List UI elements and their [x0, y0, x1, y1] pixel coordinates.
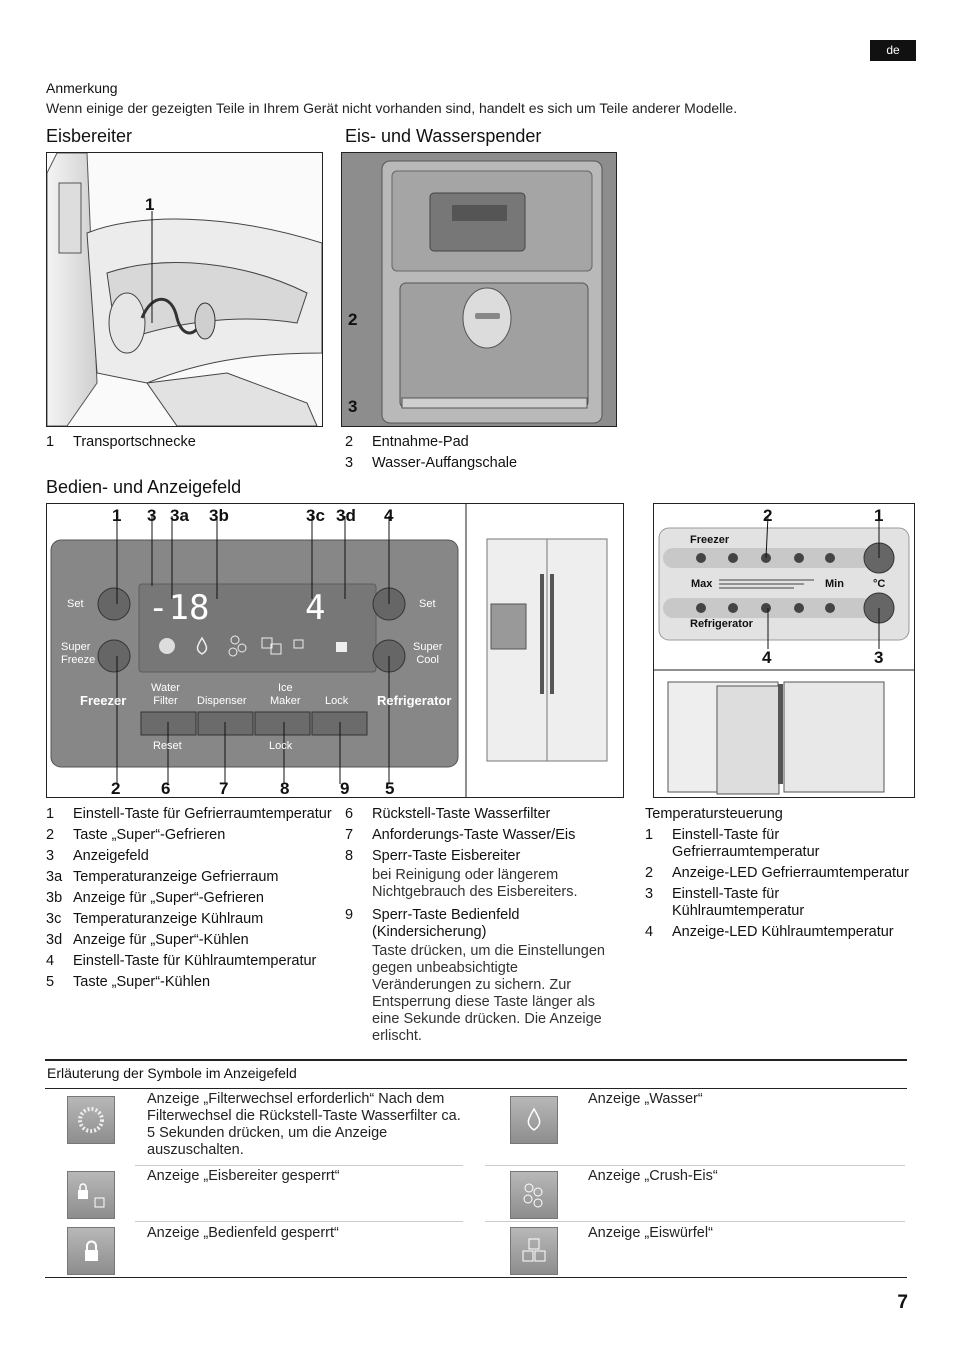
water-drop-icon: [510, 1096, 558, 1144]
dispenser-label: Dispenser: [197, 695, 247, 707]
freezer-label: Freezer: [690, 534, 730, 546]
symbol-desc-crushed-ice: Anzeige „Crush-Eis“: [588, 1168, 718, 1184]
symbol-desc-icemaker-locked: Anzeige „Eisbereiter gesperrt“: [147, 1168, 340, 1184]
callout-1: 1: [145, 195, 155, 214]
filter-icon: [67, 1096, 115, 1144]
callout-7: 7: [219, 779, 229, 798]
callout-3: 3: [147, 506, 157, 525]
dispenser-illustration: 2 3: [341, 152, 617, 427]
symbol-desc-panel-locked: Anzeige „Bedienfeld gesperrt“: [147, 1225, 339, 1241]
callout-2: 2: [763, 506, 773, 525]
page-number: 7: [897, 1292, 908, 1313]
ice-cubes-icon: [510, 1227, 558, 1275]
fridge-set-label: Set: [419, 598, 436, 610]
symbol-desc-filter: Anzeige „Filterwechsel erforderlich“ Nac…: [147, 1091, 461, 1158]
callout-2: 2: [348, 310, 358, 329]
unit-label: °C: [873, 578, 886, 590]
reset-label: Reset: [153, 740, 182, 752]
refrigerator-label: Refrigerator: [690, 618, 753, 630]
callout-3d: 3d: [336, 506, 356, 525]
crushed-ice-icon: [510, 1171, 558, 1219]
callout-6: 6: [161, 779, 171, 798]
section-title-ice-maker: Eisbereiter: [46, 126, 133, 146]
callout-3b: 3b: [209, 506, 229, 525]
callout-8: 8: [280, 779, 290, 798]
callout-9: 9: [340, 779, 350, 798]
freezer-label: Freezer: [80, 693, 127, 708]
temperature-control-illustration: Freezer Refrigerator Max Min °C 2 1 4 3: [653, 503, 915, 798]
callout-3c: 3c: [306, 506, 325, 525]
callout-3a: 3a: [170, 506, 189, 525]
list-item-detail: Taste drücken, um die Einstellungen gege…: [372, 943, 605, 1044]
freezer-set-label: Set: [67, 598, 84, 610]
callout-3: 3: [874, 648, 884, 667]
freezer-temp-display: -18: [148, 588, 210, 628]
note-text: Wenn einige der gezeigten Teile in Ihrem…: [46, 100, 738, 116]
symbol-desc-water: Anzeige „Wasser“: [588, 1091, 703, 1107]
list-item-detail: bei Reinigung oder längerem Nichtgebrauc…: [372, 867, 578, 900]
callout-1: 1: [874, 506, 884, 525]
note-heading: Anmerkung: [46, 80, 118, 96]
section-title-dispenser: Eis- und Wasserspender: [345, 126, 542, 146]
callout-4: 4: [384, 506, 394, 525]
callout-5: 5: [385, 779, 395, 798]
ice-maker-illustration: 1: [46, 152, 323, 427]
panel-locked-icon: [67, 1227, 115, 1275]
callout-3: 3: [348, 397, 358, 416]
section-title-control: Bedien- und Anzeigefeld: [46, 477, 242, 497]
legend-heading: Temperatursteuerung: [645, 806, 783, 822]
lock2-label: Lock: [269, 740, 293, 752]
min-label: Min: [825, 578, 844, 590]
callout-2: 2: [111, 779, 121, 798]
symbol-table: Erläuterung der Symbole im Anzeigefeld A…: [45, 1059, 907, 1278]
fridge-temp-display: 4: [305, 588, 326, 628]
callout-4: 4: [762, 648, 772, 667]
language-badge: de: [870, 40, 916, 61]
symbol-desc-ice-cubes: Anzeige „Eiswürfel“: [588, 1225, 713, 1241]
max-label: Max: [691, 578, 713, 590]
symbol-table-title: Erläuterung der Symbole im Anzeigefeld: [45, 1061, 907, 1089]
icemaker-locked-icon: [67, 1171, 115, 1219]
callout-1: 1: [112, 506, 122, 525]
refrigerator-label: Refrigerator: [377, 693, 452, 708]
lock-label: Lock: [325, 695, 349, 707]
